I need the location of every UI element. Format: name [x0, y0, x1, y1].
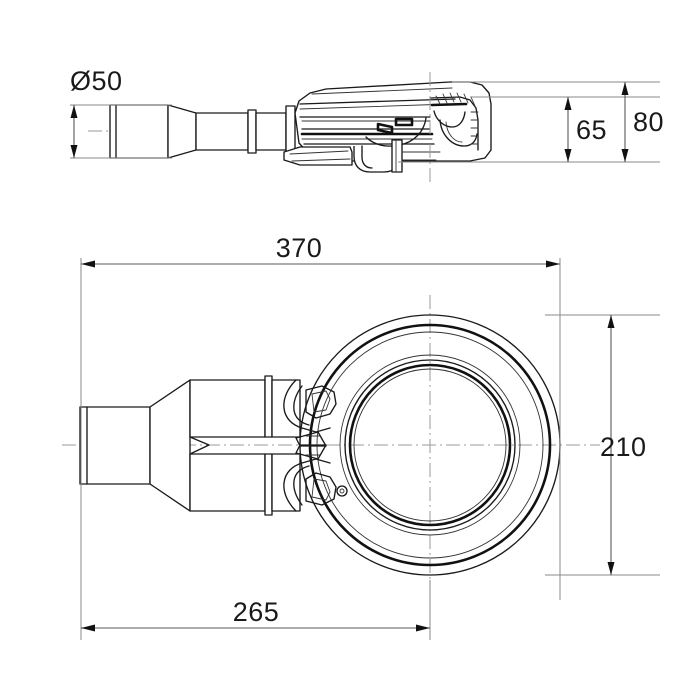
dimension-label-width-210: 210 — [600, 432, 647, 462]
dimension-label-diameter-50: Ø50 — [70, 66, 123, 96]
drain-body-elevation — [294, 81, 492, 162]
grate-seat-circle — [344, 359, 516, 531]
dimension-label-height-65: 65 — [576, 115, 607, 145]
dimension-width-210: 210 — [545, 314, 660, 576]
seal-hatch-elevation — [435, 92, 476, 107]
grate-bore-circle — [353, 368, 507, 522]
clamp-bracket-plan — [283, 379, 348, 512]
side-elevation-view: Ø50 65 80 — [70, 66, 664, 182]
dimension-label-length-370: 370 — [276, 233, 323, 263]
plan-view: 370 210 265 — [62, 233, 660, 640]
fastener-inner-circle — [339, 488, 345, 494]
sidewall-hatch-elevation — [470, 111, 479, 145]
dimension-length-370: 370 — [80, 233, 561, 640]
grate-seat-outer-circle — [339, 354, 521, 536]
dimension-height-80: 80 — [452, 81, 664, 162]
pipe-spigot-elevation — [109, 104, 296, 159]
sump-bracket-elevation — [283, 139, 441, 173]
pipe-spigot-plan — [79, 375, 301, 516]
grate-opening-circle — [348, 363, 512, 527]
dimension-height-65: 65 — [398, 96, 660, 163]
dimension-length-265: 265 — [81, 580, 431, 640]
dimension-diameter-50: Ø50 — [70, 66, 172, 159]
dimension-label-height-80: 80 — [633, 107, 664, 137]
dimension-label-length-265: 265 — [233, 597, 280, 627]
fastener-circle — [336, 485, 348, 497]
